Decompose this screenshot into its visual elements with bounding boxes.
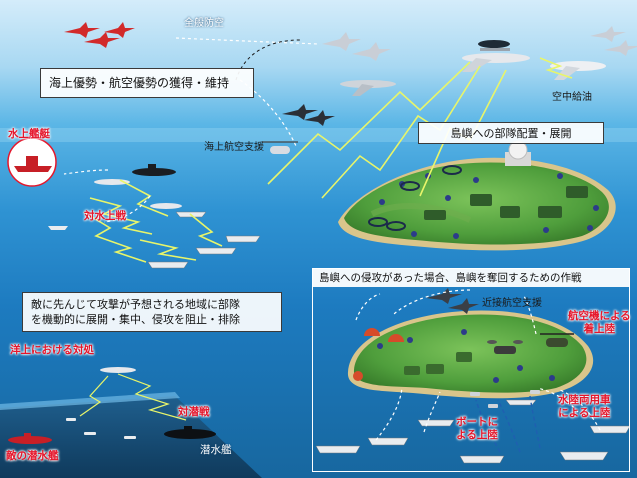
recapture-operation-title: 島嶼への侵攻があった場合、島嶼を奪回するための作戦 [313, 269, 629, 287]
aircraft-landing-label: 航空機による 着上陸 [568, 310, 631, 336]
asw-link-lines [79, 373, 187, 421]
enemy-submarine-label: 敵の潜水艦 [6, 450, 59, 462]
anti-submarine-label: 対潜戦 [178, 406, 210, 418]
surfaced-submarine-icon [132, 164, 176, 176]
tiltrotor-icon [487, 340, 523, 354]
landing-craft-markers [470, 390, 576, 408]
air-sea-superiority-text: 海上優勢・航空優勢の獲得・維持 [49, 76, 230, 90]
close-air-support-label: 近接航空支援 [482, 298, 542, 309]
enemy-fighters [64, 22, 135, 48]
asw-helicopter-icon [262, 141, 298, 154]
recapture-operation-panel: 島嶼への侵攻があった場合、島嶼を奪回するための作戦 [312, 268, 630, 472]
friendly-ships [147, 211, 631, 464]
sea-surface-edge [0, 392, 180, 410]
torpedo-markers [66, 418, 136, 439]
patrol-aircraft-icon [340, 80, 396, 96]
awacs-aircraft-icon [462, 40, 530, 72]
air-sea-superiority-box: 海上優勢・航空優勢の獲得・維持 [40, 68, 254, 98]
air-defense-label: 全般防空 [184, 18, 224, 29]
amphibious-landing-line1: 水陸両用車 [558, 394, 611, 406]
preemptive-deployment-line2: を機動的に展開・集中、侵攻を阻止・排除 [31, 313, 240, 326]
boat-landing-line2: よる上陸 [456, 429, 498, 441]
lower-fighters [426, 288, 479, 314]
barrier-coils [368, 165, 462, 231]
amphibious-landing-line2: による上陸 [558, 407, 611, 419]
preemptive-deployment-line1: 敵に先んじて攻撃が予想される地域に部隊 [31, 298, 240, 311]
anti-surface-warfare-label: 対水上戦 [84, 210, 126, 222]
aerial-refueling-label: 空中給油 [552, 92, 592, 103]
surface-ship-label: 水上艦艇 [8, 128, 50, 140]
enemy-submarine-icon [8, 433, 52, 444]
friendly-fighters [322, 26, 637, 61]
friendly-submarine-icon [164, 426, 216, 439]
radar-dome-icon [505, 140, 531, 166]
tanker-aircraft-icon [550, 61, 606, 80]
vehicle-markers [424, 186, 588, 220]
landing-troop-markers [377, 329, 555, 383]
island-deployment-box: 島嶼への部隊配置・展開 [418, 122, 604, 144]
preemptive-deployment-box: 敵に先んじて攻撃が予想される地域に部隊 を機動的に展開・集中、侵攻を阻止・排除 [22, 292, 282, 332]
enemy-ship-target [48, 226, 68, 230]
aircraft-landing-line2: 着上陸 [583, 323, 616, 335]
boat-landing-label: ボートに よる上陸 [456, 416, 498, 442]
helicopter-icon [540, 333, 574, 347]
ocean-response-label: 洋上における対処 [10, 344, 94, 356]
maneuver-arrows [63, 37, 537, 335]
aircraft-landing-line1: 航空機による [568, 310, 631, 322]
landing-approach-arrows [375, 387, 601, 441]
enemy-ship-callout [7, 137, 57, 187]
dark-fighters [282, 104, 335, 126]
landing-vehicle-markers [404, 352, 472, 375]
boat-landing-line1: ボートに [456, 416, 498, 428]
island-deployment-text: 島嶼への部隊配置・展開 [450, 127, 572, 140]
maritime-air-support-label: 海上航空支援 [204, 142, 264, 153]
amphibious-landing-label: 水陸両用車 による上陸 [558, 394, 611, 420]
parachute-icons [353, 328, 404, 381]
amphibious-route-lines [475, 395, 541, 453]
submarine-label: 潜水艦 [200, 444, 232, 456]
